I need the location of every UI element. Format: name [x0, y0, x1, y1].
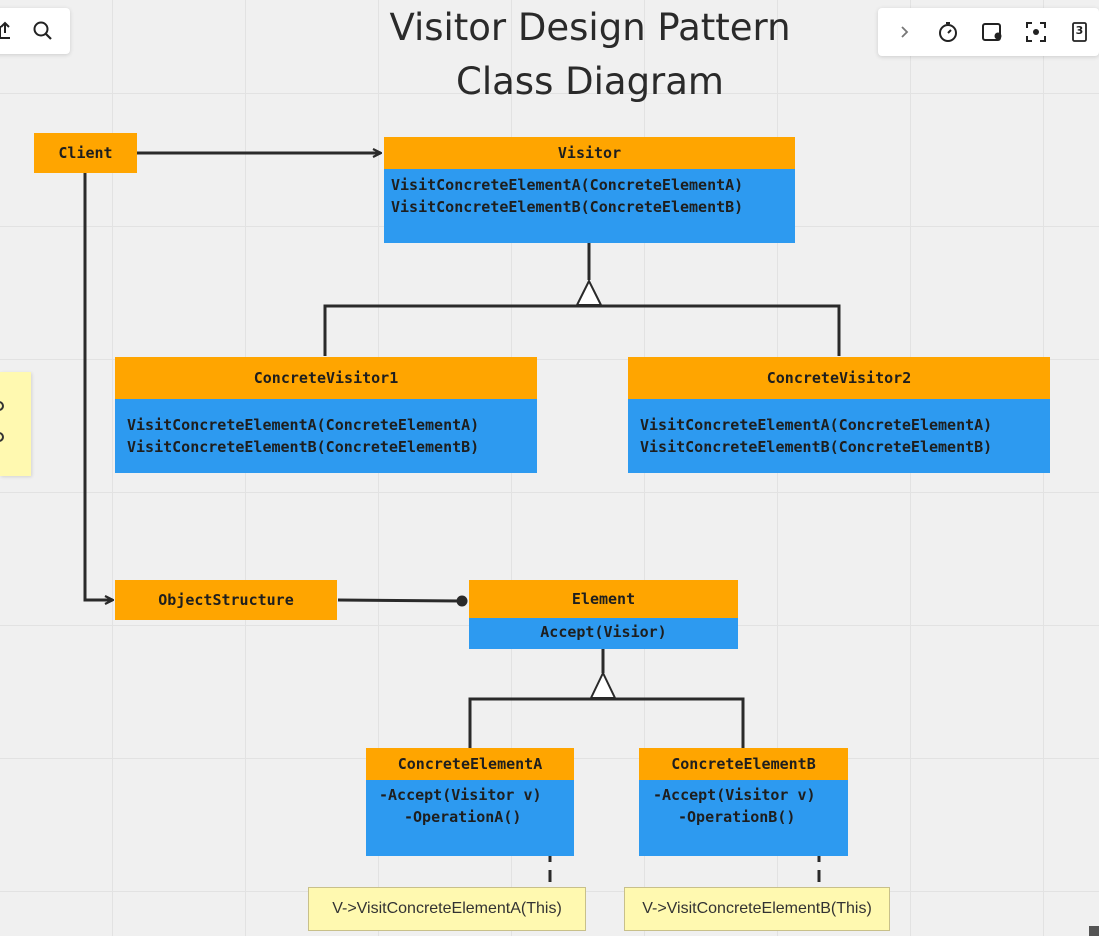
- upload-icon[interactable]: [0, 20, 14, 42]
- class-concrete-element-a[interactable]: ConcreteElementA -Accept(Visitor v) -Ope…: [366, 748, 574, 856]
- method: VisitConcreteElementA(ConcreteElementA): [127, 416, 480, 434]
- page-count: 3: [1075, 24, 1084, 37]
- method: VisitConcreteElementA(ConcreteElementA): [640, 416, 993, 434]
- element-inheritance-branch: [468, 697, 745, 748]
- class-object-structure-name: ObjectStructure: [115, 580, 337, 620]
- method: VisitConcreteElementB(ConcreteElementB): [127, 438, 480, 456]
- client-to-objectstructure-arrow: [83, 173, 113, 600]
- class-concrete-visitor2-body: VisitConcreteElementA(ConcreteElementA) …: [628, 399, 1050, 473]
- note-operation-b[interactable]: V->VisitConcreteElementB(This): [624, 887, 890, 931]
- right-toolbar: 3: [878, 8, 1099, 56]
- method: Accept(Visior): [540, 623, 667, 641]
- page-count-icon[interactable]: 3: [1070, 20, 1090, 44]
- visitor-inheritance-triangle: [575, 278, 603, 306]
- resize-corner-mark[interactable]: [1089, 926, 1099, 936]
- class-concrete-element-b-name: ConcreteElementB: [639, 748, 848, 780]
- class-visitor[interactable]: Visitor VisitConcreteElementA(ConcreteEl…: [384, 137, 795, 243]
- method: VisitConcreteElementB(ConcreteElementB): [640, 438, 993, 456]
- class-element-name: Element: [469, 580, 738, 618]
- search-icon[interactable]: [32, 20, 54, 42]
- method: VisitConcreteElementA(ConcreteElementA): [391, 176, 744, 194]
- class-concrete-element-a-name: ConcreteElementA: [366, 748, 574, 780]
- objectstructure-to-element-line: [337, 598, 463, 603]
- class-concrete-visitor1[interactable]: ConcreteVisitor1 VisitConcreteElementA(C…: [115, 357, 537, 473]
- visitor-inheritance-branch: [323, 304, 841, 356]
- class-concrete-visitor1-body: VisitConcreteElementA(ConcreteElementA) …: [115, 399, 537, 473]
- class-visitor-body: VisitConcreteElementA(ConcreteElementA) …: [384, 169, 795, 243]
- class-concrete-visitor2[interactable]: ConcreteVisitor2 VisitConcreteElementA(C…: [628, 357, 1050, 473]
- method: -Accept(Visitor v): [379, 786, 542, 804]
- class-element-body: Accept(Visior): [469, 618, 738, 649]
- diagram-title-line1: Visitor Design Pattern: [389, 6, 791, 49]
- class-visitor-name: Visitor: [384, 137, 795, 169]
- class-concrete-element-b[interactable]: ConcreteElementB -Accept(Visitor v) -Ope…: [639, 748, 848, 856]
- card-icon[interactable]: [980, 20, 1004, 44]
- diagram-title-line2: Class Diagram: [456, 60, 724, 103]
- class-object-structure[interactable]: ObjectStructure: [115, 580, 337, 620]
- method: -OperationA(): [404, 808, 522, 826]
- left-toolbar: [0, 8, 70, 54]
- class-element[interactable]: Element Accept(Visior): [469, 580, 738, 649]
- class-client[interactable]: Client: [34, 133, 137, 173]
- class-concrete-visitor1-name: ConcreteVisitor1: [115, 357, 537, 399]
- focus-icon[interactable]: [1024, 20, 1048, 44]
- element-inheritance-triangle: [589, 670, 617, 699]
- sticky-note-partial[interactable]: [0, 372, 31, 476]
- class-concrete-element-a-body: -Accept(Visitor v) -OperationA(): [366, 780, 574, 856]
- timer-icon[interactable]: [936, 20, 960, 44]
- sticky-dot: [0, 432, 4, 442]
- method: VisitConcreteElementB(ConcreteElementB): [391, 198, 744, 216]
- aggregation-dot: [456, 595, 468, 607]
- class-concrete-visitor2-name: ConcreteVisitor2: [628, 357, 1050, 399]
- note-operation-a[interactable]: V->VisitConcreteElementA(This): [308, 887, 586, 931]
- class-client-name: Client: [34, 133, 137, 173]
- sticky-dot: [0, 401, 4, 411]
- chevron-right-icon[interactable]: [896, 22, 912, 42]
- class-concrete-element-b-body: -Accept(Visitor v) -OperationB(): [639, 780, 848, 856]
- method: -OperationB(): [678, 808, 796, 826]
- method: -Accept(Visitor v): [653, 786, 816, 804]
